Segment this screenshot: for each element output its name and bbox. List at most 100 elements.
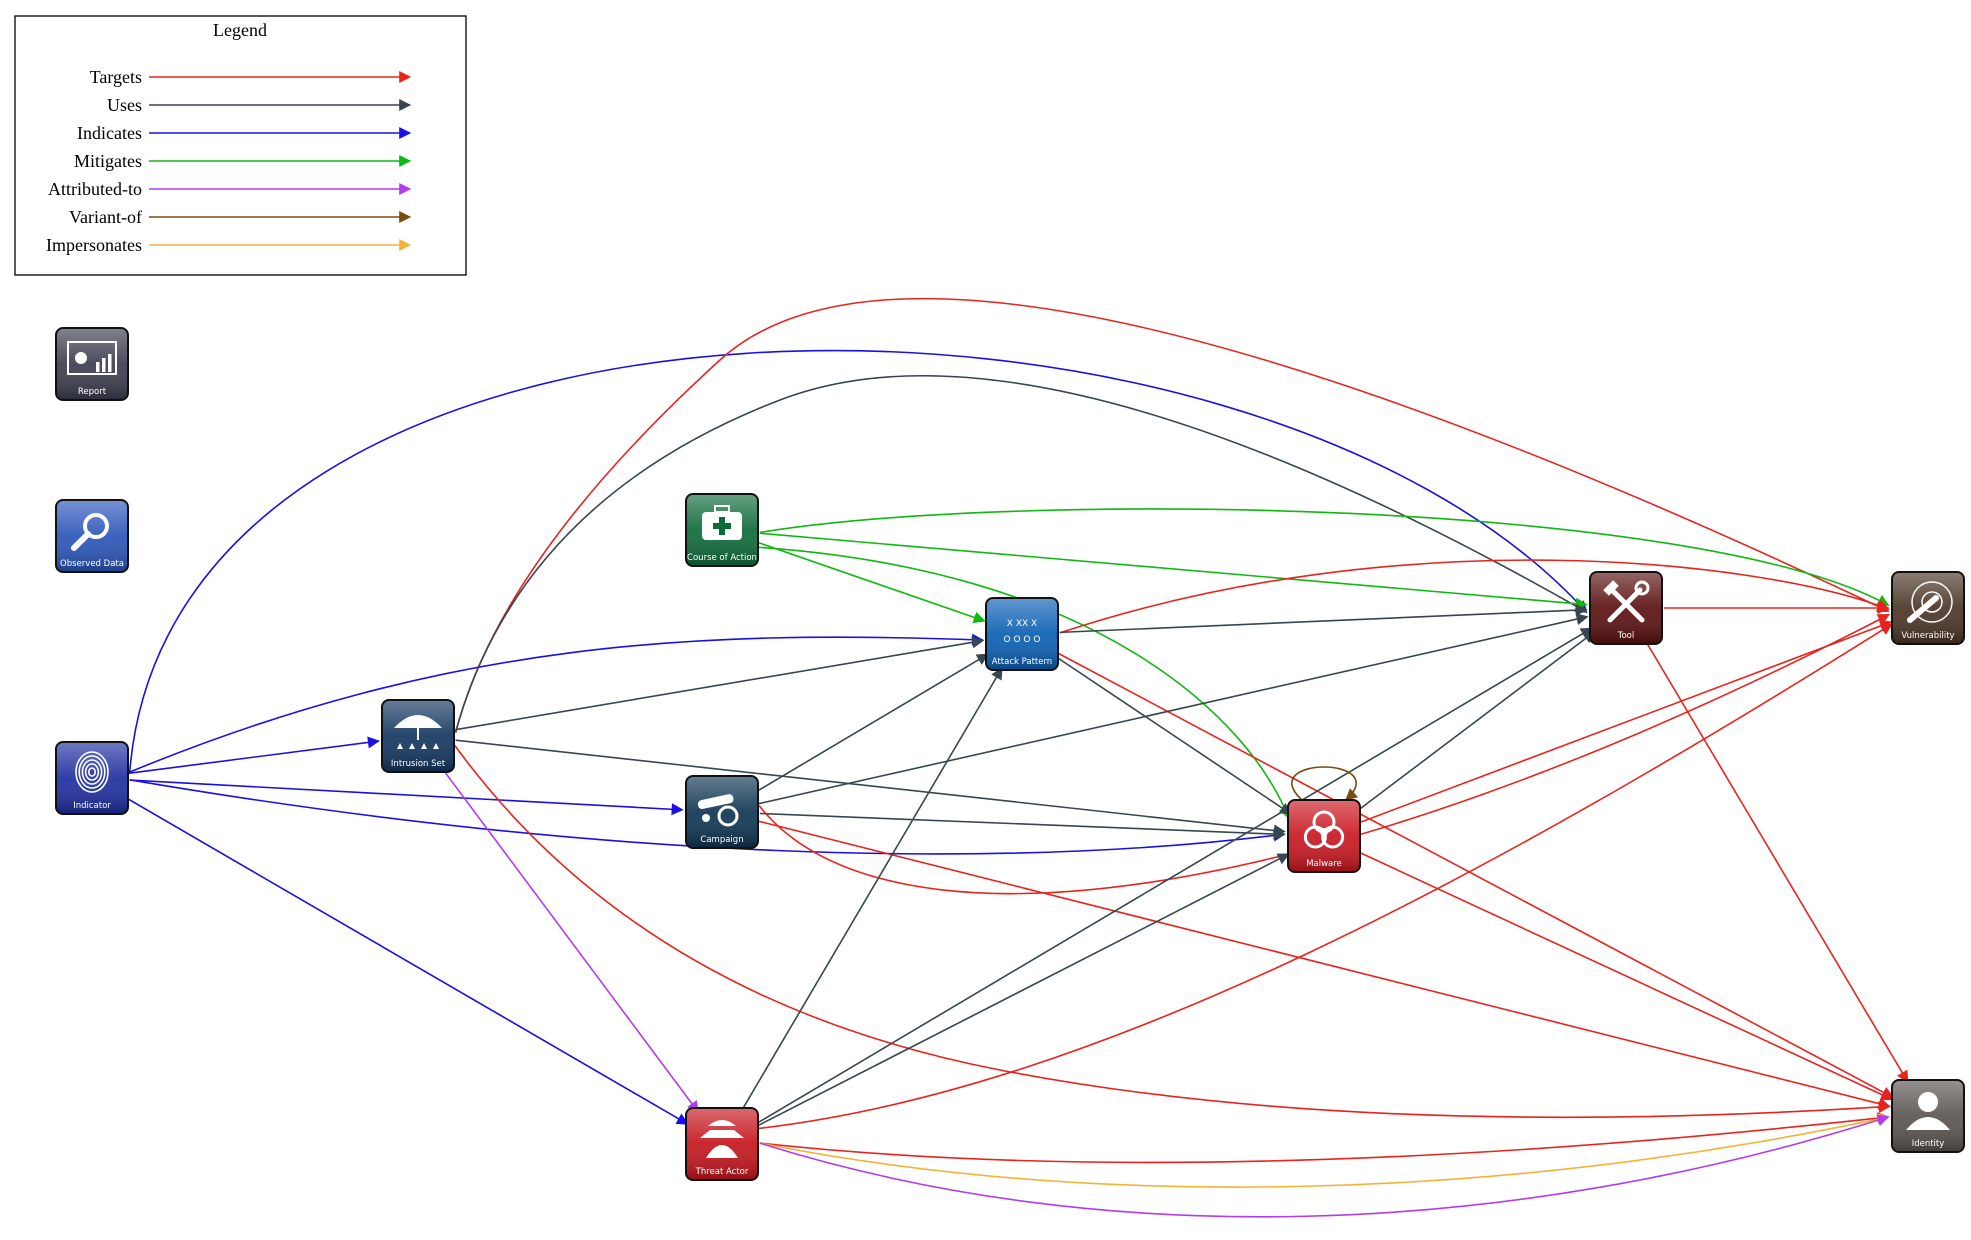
node-label: Report (78, 387, 107, 397)
legend: Legend TargetsUsesIndicatesMitigatesAttr… (14, 15, 467, 276)
first-aid-kit-icon (702, 505, 742, 540)
legend-frame (14, 15, 467, 276)
hooded-figure-icon (700, 1120, 744, 1158)
node-report[interactable]: Report (55, 327, 129, 401)
edge-variant-of (1291, 766, 1359, 801)
edge-attributed-to (759, 1114, 1890, 1218)
edge-targets (758, 820, 1891, 1110)
legend-row-indicates: Indicates (77, 123, 412, 143)
legend-row-targets: Targets (90, 67, 412, 87)
edge-uses (1353, 631, 1596, 814)
edge-targets (454, 744, 1891, 1119)
svg-text:O O O O: O O O O (1004, 635, 1041, 645)
edge-indicates (129, 778, 1286, 855)
edge-uses (455, 636, 985, 731)
legend-label: Uses (107, 95, 142, 115)
node-label: Vulnerability (1901, 631, 1954, 641)
report-icon (67, 341, 117, 375)
node-vulnerability[interactable]: Vulnerability (1891, 571, 1965, 645)
legend-label: Impersonates (46, 235, 142, 255)
edge-targets (1644, 640, 1909, 1083)
person-icon (1906, 1092, 1950, 1130)
playbook-icon: X XX X O O O O (1004, 619, 1041, 645)
legend-label: Variant-of (69, 207, 142, 227)
edge-uses (754, 653, 989, 794)
edge-indicates (124, 796, 689, 1125)
cannon-icon (697, 794, 739, 827)
node-intrusion-set[interactable]: Intrusion Set (381, 699, 455, 773)
edge-mitigates (759, 508, 1890, 607)
node-indicator[interactable]: Indicator (55, 741, 129, 815)
node-gloss (687, 1109, 757, 1179)
biohazard-icon (1303, 810, 1345, 849)
node-threat-actor[interactable]: Threat Actor (685, 1107, 759, 1181)
node-label: Threat Actor (695, 1167, 749, 1177)
fingerprint-icon (75, 751, 109, 793)
node-course-of-action[interactable]: Course of Action (685, 493, 759, 567)
node-label: Identity (1912, 1139, 1945, 1149)
node-observed-data[interactable]: Observed Data (55, 499, 129, 573)
edge-indicates (129, 736, 380, 774)
edge-attributed-to (439, 765, 700, 1114)
legend-row-variant-of: Variant-of (69, 207, 412, 227)
legend-row-uses: Uses (107, 95, 412, 115)
node-gloss (57, 329, 127, 399)
node-label: Campaign (700, 835, 743, 845)
edge-targets (1359, 620, 1893, 824)
edge-mitigates (757, 541, 986, 624)
svg-text:X XX X: X XX X (1007, 619, 1037, 629)
node-gloss (57, 743, 127, 813)
node-label: Course of Action (687, 553, 757, 563)
node-campaign[interactable]: Campaign (685, 775, 759, 849)
umbrella-icon (394, 715, 442, 749)
node-label: Tool (1617, 631, 1635, 641)
node-label: Indicator (73, 801, 111, 811)
hammer-wrench-icon (1603, 580, 1650, 623)
node-malware[interactable]: Malware (1287, 799, 1361, 873)
edges (124, 297, 1909, 1218)
legend-label: Targets (90, 67, 142, 87)
edge-targets (1054, 651, 1895, 1099)
node-label: Observed Data (60, 559, 124, 569)
edge-uses (759, 812, 1286, 840)
node-gloss (687, 777, 757, 847)
target-icon (1907, 581, 1953, 623)
legend-label: Attributed-to (48, 179, 142, 199)
edge-indicates (129, 779, 684, 816)
node-identity[interactable]: Identity (1891, 1079, 1965, 1153)
edge-uses (1059, 604, 1588, 634)
edge-targets (759, 1112, 1890, 1164)
node-gloss (1893, 1081, 1963, 1151)
edge-targets (758, 613, 1891, 895)
edge-mitigates (755, 546, 1291, 820)
node-label: Malware (1306, 859, 1342, 869)
edge-uses (1052, 654, 1293, 815)
legend-row-attributed-to: Attributed-to (48, 179, 412, 199)
edge-indicates (128, 349, 1588, 774)
legend-label: Indicates (77, 123, 142, 143)
node-attack-pattern[interactable]: X XX X O O O O Attack Pattern (985, 597, 1059, 671)
edge-targets (756, 623, 1893, 1130)
edge-targets (454, 297, 1890, 734)
legend-row-impersonates: Impersonates (46, 235, 412, 255)
edge-uses (740, 667, 1003, 1112)
magnifier-icon (71, 513, 109, 551)
edge-uses (758, 613, 1589, 805)
edge-uses (454, 374, 1588, 733)
edge-mitigates (759, 532, 1588, 610)
edge-targets (1357, 851, 1894, 1101)
node-gloss (987, 599, 1057, 669)
legend-row-mitigates: Mitigates (74, 151, 412, 171)
edge-uses (455, 739, 1286, 837)
node-label: Intrusion Set (391, 759, 446, 769)
edge-targets (1059, 559, 1890, 634)
node-label: Attack Pattern (992, 657, 1052, 667)
legend-title: Legend (213, 20, 267, 40)
edge-indicates (129, 633, 985, 773)
edge-uses (754, 627, 1593, 1126)
node-tool[interactable]: Tool (1589, 571, 1663, 645)
edge-impersonates (759, 1113, 1890, 1188)
edge-uses (755, 853, 1290, 1128)
